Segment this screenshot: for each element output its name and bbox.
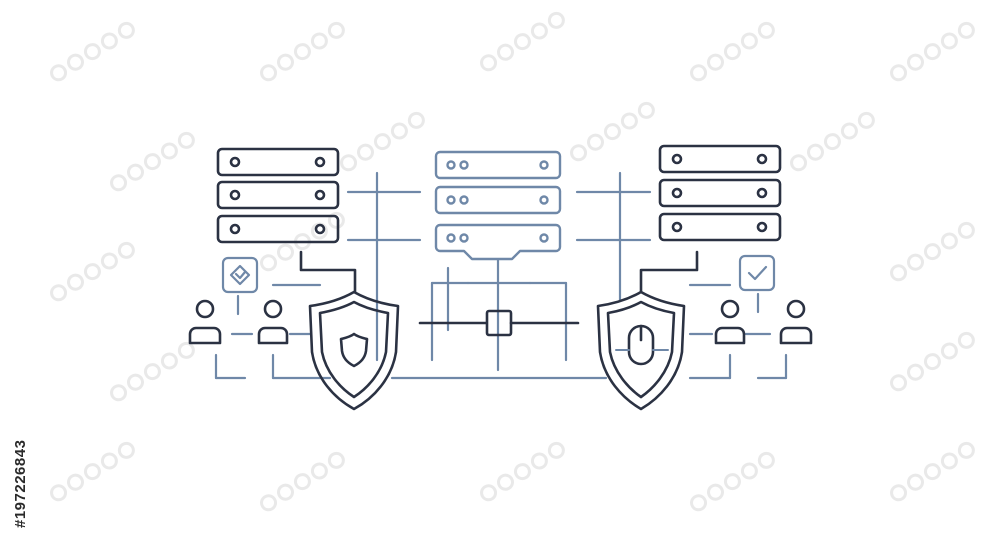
user-icon-2 xyxy=(257,299,289,345)
watermark-mark xyxy=(890,441,975,502)
watermark-mark xyxy=(50,241,135,302)
user-icon-3 xyxy=(714,299,746,345)
right-shield xyxy=(596,290,686,411)
watermark-mark xyxy=(260,21,345,82)
watermark-mark xyxy=(340,111,425,172)
watermark-mark xyxy=(570,101,655,162)
watermark-mark xyxy=(50,21,135,82)
mouse-icon xyxy=(627,324,655,366)
watermark-mark xyxy=(690,451,775,512)
watermark-mark xyxy=(890,331,975,392)
stock-id-label: #197226843 xyxy=(12,439,29,528)
user-icon-4 xyxy=(779,299,813,345)
diamond-check-icon xyxy=(221,256,259,294)
watermark-mark xyxy=(480,11,565,72)
watermark-mark xyxy=(110,341,195,402)
watermark-mark xyxy=(260,451,345,512)
left-server-stack xyxy=(216,147,340,244)
dark-connectors xyxy=(299,250,699,325)
center-server-stack xyxy=(434,150,562,261)
watermark-mark xyxy=(260,211,345,272)
shield-icon xyxy=(339,332,369,368)
user-icon-1 xyxy=(188,299,222,345)
network-hub-node xyxy=(485,309,513,337)
watermark-mark xyxy=(690,21,775,82)
connector-lines xyxy=(214,171,788,380)
watermark-mark xyxy=(890,21,975,82)
left-shield xyxy=(308,290,400,411)
watermark-mark xyxy=(890,221,975,282)
watermark-mark xyxy=(110,131,195,192)
watermark-mark xyxy=(790,111,875,172)
right-server-stack xyxy=(658,144,782,242)
watermark-mark xyxy=(480,441,565,502)
watermark-mark xyxy=(50,441,135,502)
checkmark-icon xyxy=(738,254,776,292)
